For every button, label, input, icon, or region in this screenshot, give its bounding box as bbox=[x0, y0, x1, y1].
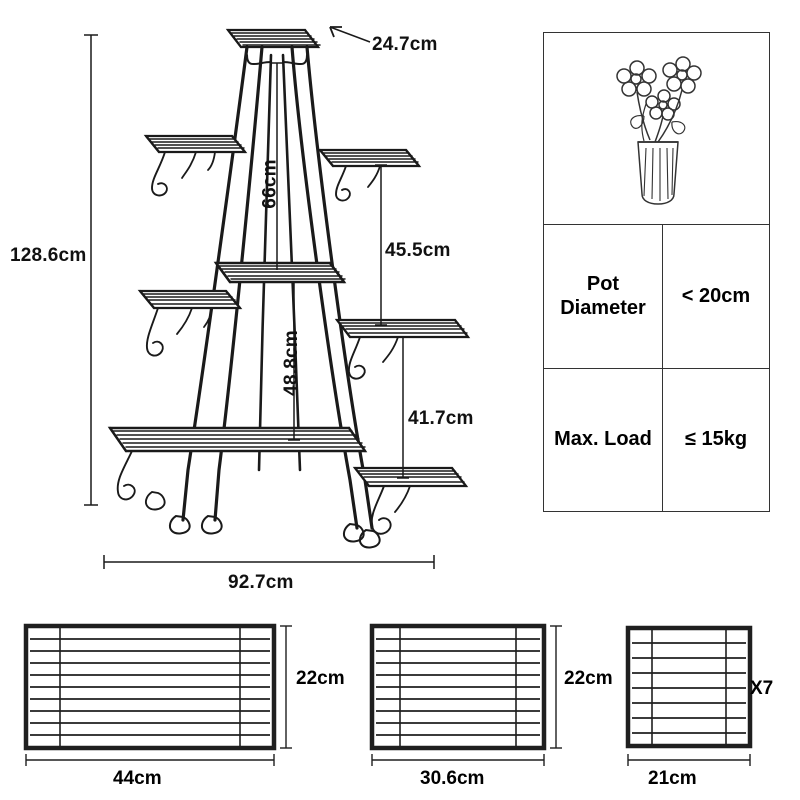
shelf-bottom-right bbox=[352, 466, 469, 535]
spec-label-pot-diameter: Pot Diameter bbox=[544, 225, 663, 368]
spec-row-max-load: Max. Load ≤ 15kg bbox=[544, 369, 769, 511]
shelf-tier3-right bbox=[334, 318, 471, 380]
shelf-tier2-left bbox=[143, 134, 248, 197]
shelf-tier2-right bbox=[317, 148, 422, 202]
panel-large-height-label: 22cm bbox=[296, 668, 345, 689]
spec-value-pot-diameter: < 20cm bbox=[681, 284, 751, 307]
panel-medium bbox=[369, 623, 562, 766]
panel-large bbox=[23, 623, 292, 766]
shelf-bottom-center bbox=[107, 426, 368, 511]
dim-overall-height: 128.6cm bbox=[10, 245, 87, 266]
panel-small-width-label: 21cm bbox=[648, 768, 697, 789]
pot-diameter-label-line1: Pot bbox=[586, 272, 620, 295]
dim-tier-66: 66cm bbox=[259, 159, 281, 209]
pot-diameter-label-line2: Diameter bbox=[560, 296, 646, 319]
shelf-tier3-left bbox=[137, 289, 243, 357]
spec-label-max-load: Max. Load bbox=[544, 369, 663, 511]
panel-medium-width-label: 30.6cm bbox=[420, 768, 485, 789]
spec-value-max-load: ≤ 15kg bbox=[684, 428, 748, 451]
panel-small-qty-label: X7 bbox=[750, 678, 774, 699]
vase-illustration-cell bbox=[544, 33, 769, 224]
panel-medium-height-label: 22cm bbox=[564, 668, 613, 689]
dimension-lines bbox=[84, 26, 435, 569]
shelf-top bbox=[225, 28, 321, 49]
flower-vase-icon bbox=[615, 55, 702, 205]
dim-tier-45-5: 45.5cm bbox=[385, 240, 451, 261]
spec-table: Pot Diameter < 20cm Max. Load ≤ 15kg bbox=[543, 32, 770, 512]
shelf-tier3-center bbox=[213, 261, 347, 284]
dim-tier-48-8: 48.8cm bbox=[280, 330, 302, 396]
dim-top-shelf-width: 24.7cm bbox=[372, 34, 438, 55]
panel-large-width-label: 44cm bbox=[113, 768, 162, 789]
spec-row-pot-diameter: Pot Diameter < 20cm bbox=[544, 225, 769, 369]
spec-row-illustration bbox=[544, 33, 769, 225]
dim-base-width: 92.7cm bbox=[228, 572, 294, 593]
plant-stand-drawing bbox=[107, 28, 471, 549]
dim-tier-41-7: 41.7cm bbox=[408, 408, 474, 429]
panel-small bbox=[625, 625, 753, 766]
